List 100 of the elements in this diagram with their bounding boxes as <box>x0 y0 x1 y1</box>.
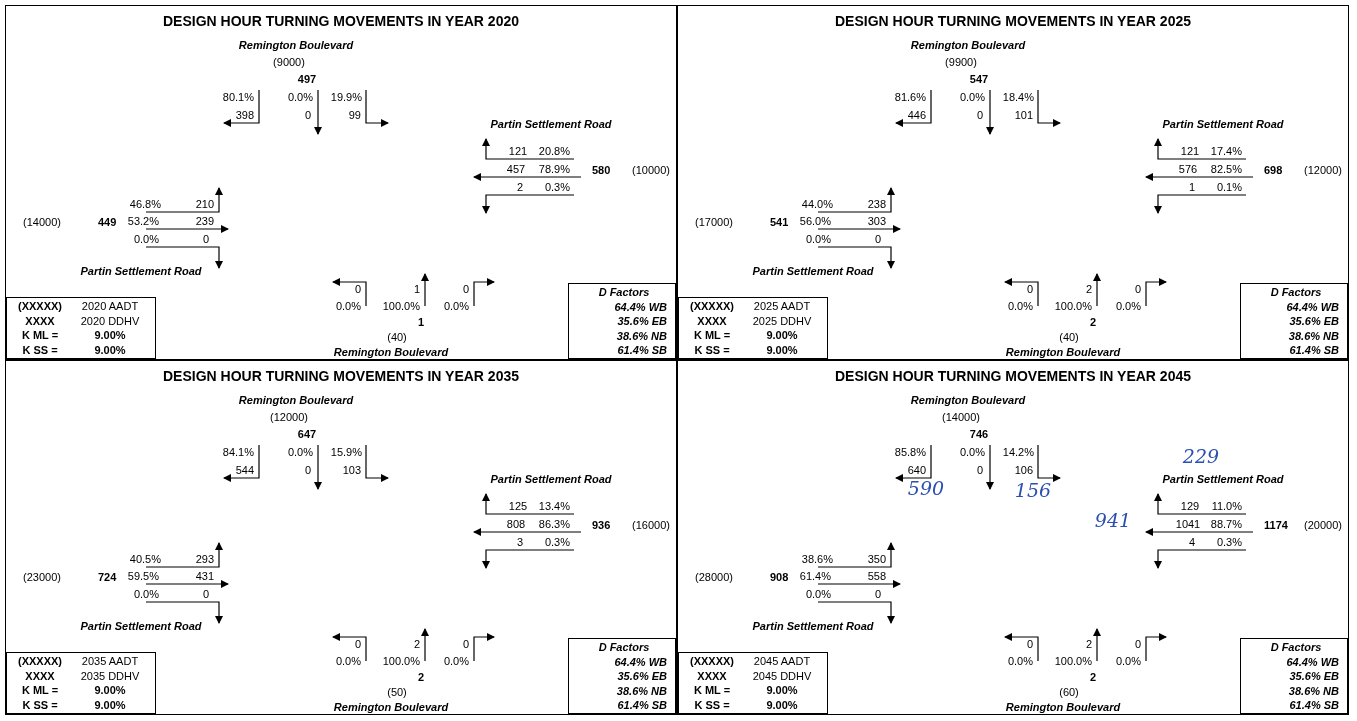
aadt-value: (9900) <box>945 56 977 69</box>
turn-percentage: 61.4% <box>799 570 831 583</box>
aadt-value: (50) <box>387 686 407 699</box>
turn-percentage: 100.0% <box>382 655 420 668</box>
turn-percentage: 0.0% <box>805 588 831 601</box>
d-factor-value: 35.6% EB <box>617 669 667 684</box>
turn-volume: 0 <box>874 233 881 246</box>
turn-volume: 238 <box>867 198 886 211</box>
turn-percentage: 84.1% <box>222 446 254 459</box>
turn-percentage: 100.0% <box>382 300 420 313</box>
turn-percentage: 0.0% <box>1115 300 1141 313</box>
street-name: Remington Boulevard <box>333 701 449 714</box>
turn-percentage: 0.0% <box>443 655 469 668</box>
panel <box>5 5 677 360</box>
d-factors-box <box>1240 283 1348 359</box>
handwritten-note: 156 <box>1014 479 1052 501</box>
turn-volume: 4 <box>1188 536 1196 549</box>
turn-percentage: 0.0% <box>1007 655 1033 668</box>
key-cell-text: (XXXXX) <box>17 654 63 669</box>
turn-percentage: 56.0% <box>799 215 831 228</box>
total-volume: 1174 <box>1264 519 1288 532</box>
key-table <box>6 652 156 714</box>
panel <box>677 360 1349 715</box>
street-name: Remington Boulevard <box>238 394 354 407</box>
key-cell-text: K ML = <box>692 328 732 343</box>
turn-volume: 0 <box>354 638 361 651</box>
key-cell-text: 9.00% <box>93 328 127 343</box>
turn-volume: 0 <box>202 233 209 246</box>
turn-volume: 0 <box>304 464 311 477</box>
total-volume: 449 <box>98 216 117 229</box>
turn-volume: 239 <box>195 215 214 228</box>
turn-volume: 103 <box>342 464 361 477</box>
turn-volume: 1 <box>413 283 420 296</box>
aadt-value: (9000) <box>273 56 305 69</box>
key-table <box>678 652 828 714</box>
d-factor-value: 35.6% EB <box>1289 669 1339 684</box>
key-cell-text: 2045 DDHV <box>751 668 813 683</box>
street-name: Partin Settlement Road <box>80 265 202 278</box>
turn-volume: 303 <box>867 215 886 228</box>
total-volume: 724 <box>98 571 117 584</box>
street-name: Remington Boulevard <box>333 346 449 359</box>
turn-percentage: 0.0% <box>133 233 159 246</box>
turn-percentage: 0.0% <box>287 91 313 104</box>
key-cell-text: K SS = <box>21 342 59 357</box>
turn-percentage: 86.3% <box>538 518 570 531</box>
d-factor-value: 35.6% EB <box>1289 314 1339 329</box>
turn-volume: 544 <box>235 464 254 477</box>
turn-percentage: 0.0% <box>335 655 361 668</box>
turn-percentage: 40.5% <box>129 553 161 566</box>
turn-percentage: 100.0% <box>1054 655 1092 668</box>
turn-volume: 125 <box>508 500 528 513</box>
d-factor-value: 38.6% NB <box>616 683 667 698</box>
turn-percentage: 0.1% <box>1216 181 1242 194</box>
turn-volume: 398 <box>235 109 254 122</box>
turn-volume: 640 <box>907 464 926 477</box>
turn-volume: 0 <box>874 588 881 601</box>
turn-volume: 0 <box>1134 638 1141 651</box>
key-cell-text: 2020 AADT <box>80 299 140 314</box>
turn-percentage: 0.0% <box>1115 655 1141 668</box>
key-cell-text: 2035 DDHV <box>79 668 141 683</box>
turn-percentage: 0.3% <box>1216 536 1242 549</box>
turn-percentage: 59.5% <box>127 570 159 583</box>
key-cell-text: 9.00% <box>765 683 799 698</box>
turn-percentage: 14.2% <box>1002 446 1034 459</box>
key-table <box>6 297 156 359</box>
turn-percentage: 0.3% <box>544 181 570 194</box>
d-factors-heading: D Factors <box>597 640 650 655</box>
turn-percentage: 38.6% <box>801 553 833 566</box>
key-cell-text: K SS = <box>693 697 731 712</box>
turn-percentage: 53.2% <box>127 215 159 228</box>
street-name: Remington Boulevard <box>1005 346 1121 359</box>
aadt-value: (16000) <box>632 519 670 532</box>
key-cell-text: XXXX <box>696 313 728 328</box>
turn-percentage: 0.0% <box>443 300 469 313</box>
turn-percentage: 80.1% <box>222 91 254 104</box>
turn-volume: 0 <box>462 283 469 296</box>
key-cell-text: K SS = <box>693 342 731 357</box>
turn-volume: 576 <box>1178 163 1198 176</box>
street-name: Partin Settlement Road <box>490 473 612 486</box>
turn-volume: 3 <box>516 536 524 549</box>
turn-volume: 0 <box>1026 283 1033 296</box>
turn-percentage: 44.0% <box>801 198 833 211</box>
aadt-value: (28000) <box>695 571 733 584</box>
key-cell-text: 9.00% <box>765 697 799 712</box>
turn-percentage: 13.4% <box>538 500 570 513</box>
turn-percentage: 0.0% <box>959 446 985 459</box>
turn-percentage: 17.4% <box>1210 145 1242 158</box>
key-cell-text: 2020 DDHV <box>79 313 141 328</box>
aadt-value: (10000) <box>632 164 670 177</box>
turn-percentage: 82.5% <box>1210 163 1242 176</box>
turn-volume: 0 <box>976 464 983 477</box>
key-cell-text: XXXX <box>696 668 728 683</box>
d-factor-value: 61.4% SB <box>1289 698 1339 713</box>
key-cell-text: 9.00% <box>93 683 127 698</box>
turn-volume: 2 <box>1085 283 1092 296</box>
d-factors-box <box>568 638 676 714</box>
turn-percentage: 85.8% <box>894 446 926 459</box>
turn-percentage: 0.0% <box>335 300 361 313</box>
turn-percentage: 0.0% <box>805 233 831 246</box>
key-table <box>678 297 828 359</box>
